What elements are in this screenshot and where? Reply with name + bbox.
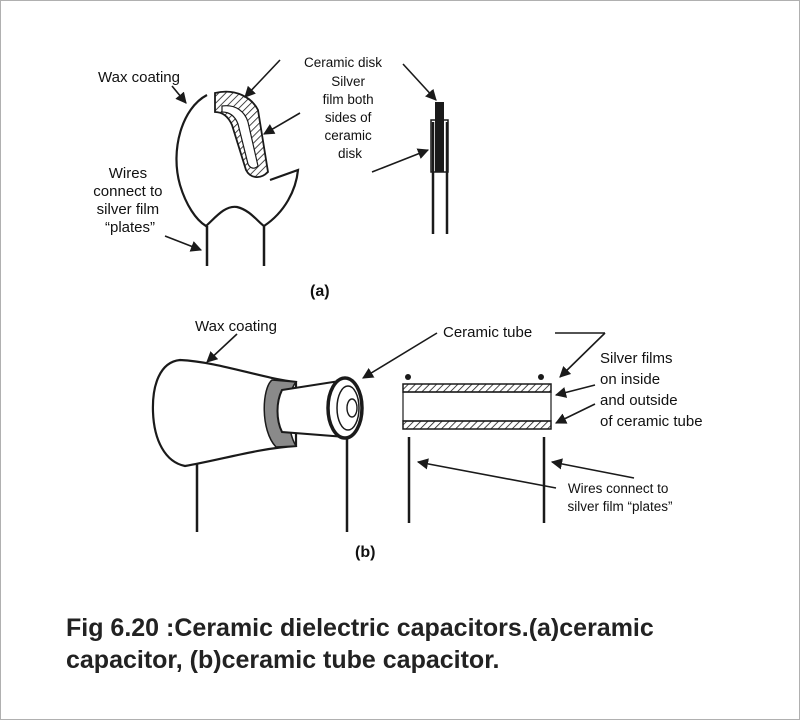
- disk-capacitor-body: [175, 94, 300, 228]
- label-wax-coating-b: Wax coating: [195, 318, 277, 335]
- label-silver-film-a: Silver film both sides of ceramic disk: [323, 74, 378, 161]
- label-silver-films-b: Silver films on inside and outside of ce…: [600, 350, 703, 430]
- ceramic-disk-inner: [221, 105, 259, 169]
- panel-a-pointers: [164, 59, 437, 252]
- disk-capacitor-cutaway: [175, 90, 300, 266]
- label-ceramic-tube: Ceramic tube: [443, 324, 532, 341]
- figure-caption: Fig 6.20 :Ceramic dielectric capacitors.…: [66, 614, 654, 674]
- label-wires-a: Wires connect to silver film “plates”: [93, 165, 166, 236]
- label-ceramic-disk: Ceramic disk: [304, 55, 382, 70]
- label-wires-b: Wires connect to silver film “plates”: [567, 481, 672, 514]
- disk-capacitor-side-view: [430, 102, 449, 234]
- panel-label-a: (a): [310, 283, 330, 300]
- label-wax-coating-a: Wax coating: [98, 69, 180, 86]
- tube-capacitor-body: [151, 358, 364, 532]
- tube-capacitor-section: [402, 374, 552, 523]
- capacitor-diagram: Wax coating Ceramic disk Silver film bot…: [93, 55, 703, 561]
- panel-label-b: (b): [355, 544, 375, 561]
- panel-b-pointers: [206, 332, 635, 489]
